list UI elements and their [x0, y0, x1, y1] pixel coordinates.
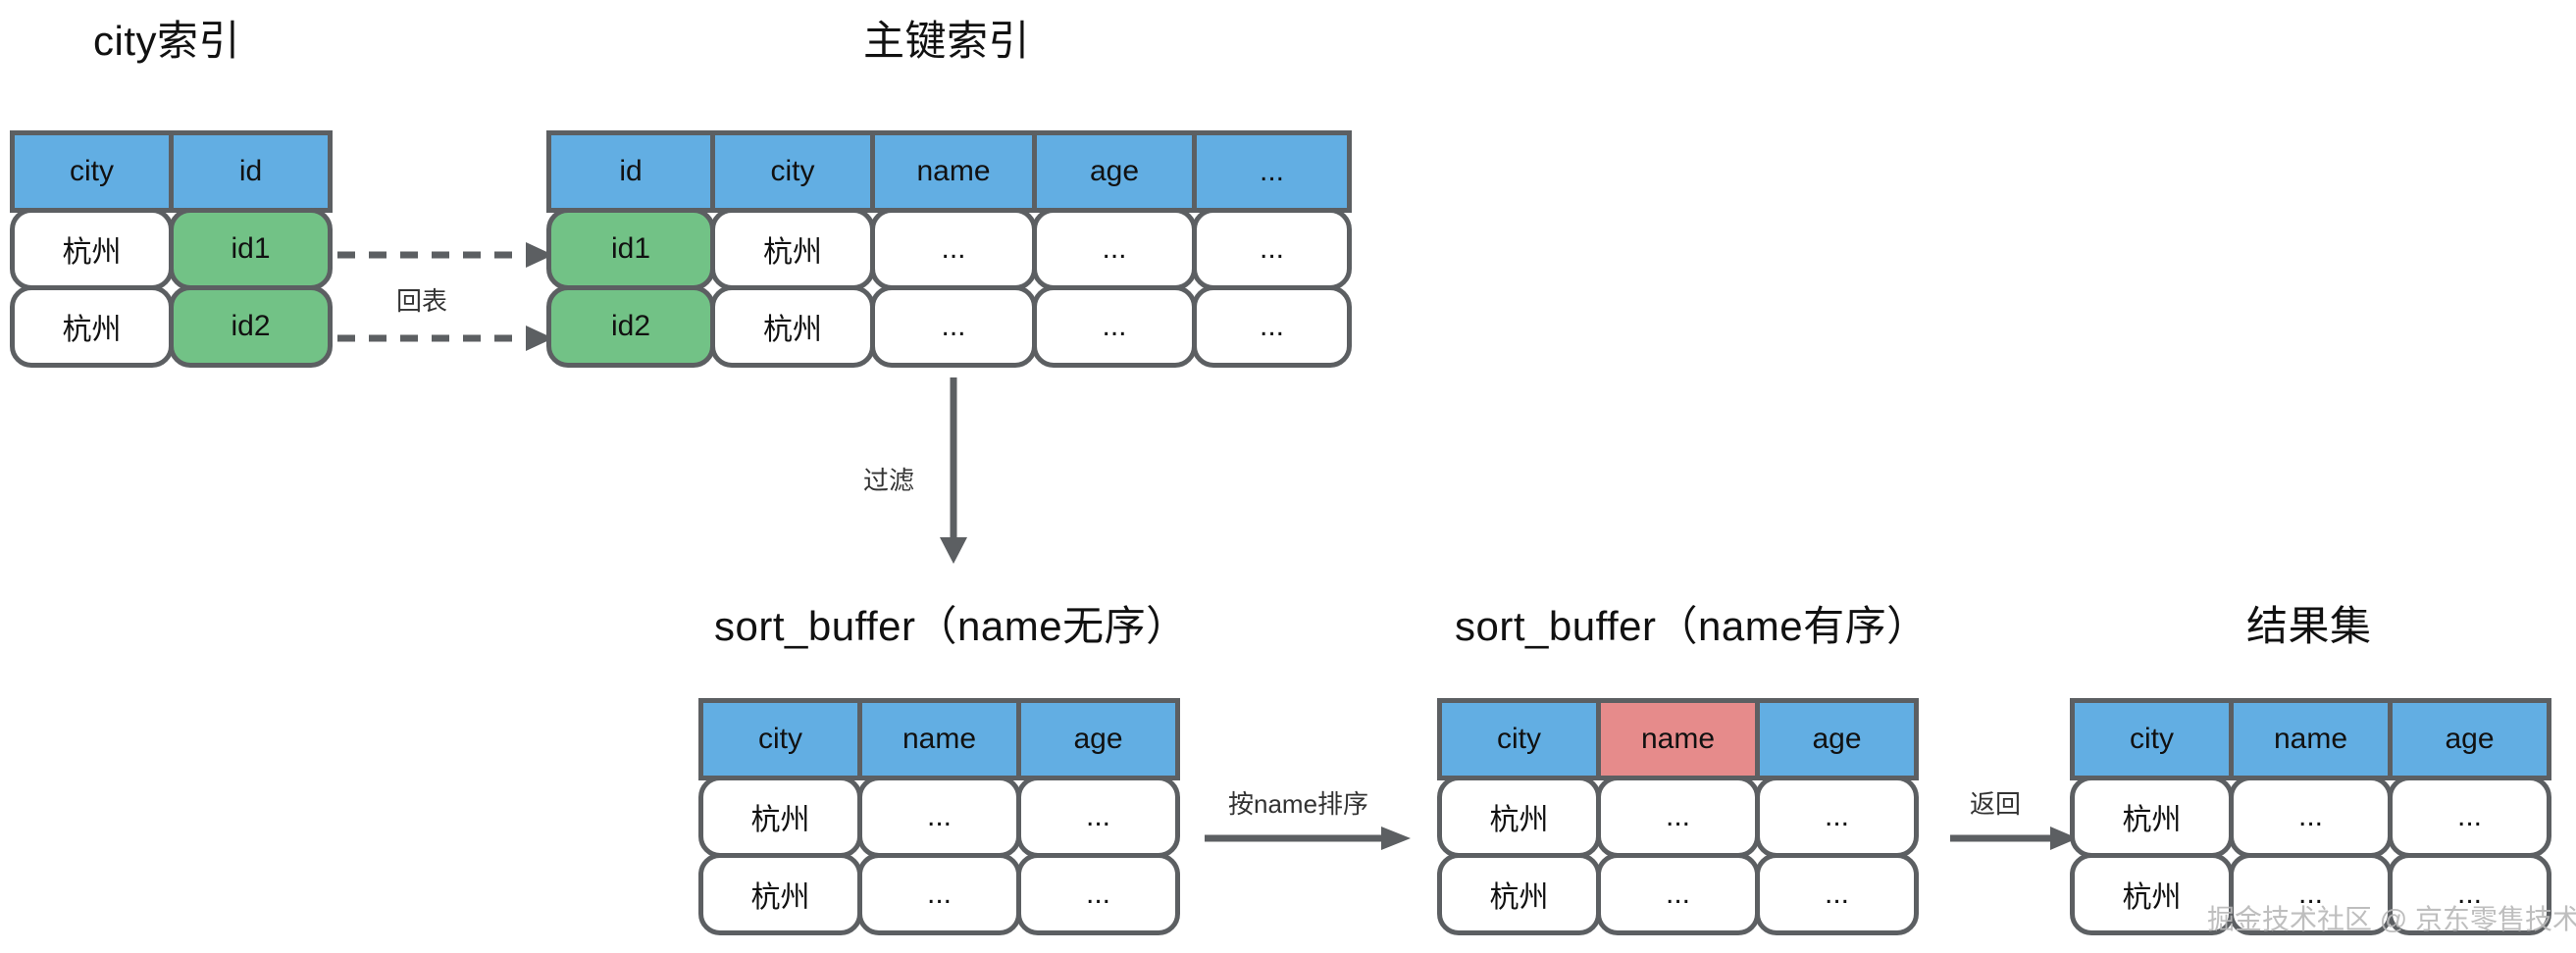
cell-city: 杭州 — [2070, 776, 2234, 858]
column-header-city: city — [1437, 698, 1601, 780]
watermark-text: 掘金技术社区 @ 京东零售技术 — [2207, 904, 2576, 934]
cell-ellipsis: ... — [1192, 285, 1352, 368]
column-header-city: city — [10, 130, 174, 213]
title-sort-buffer-sorted: sort_buffer（name有序） — [1455, 603, 1929, 649]
cell-name: ... — [870, 208, 1037, 290]
cell-name: ... — [2229, 853, 2393, 935]
table-row: 杭州 ... ... — [698, 853, 1180, 935]
title-result-set: 结果集 — [2246, 603, 2372, 649]
city-index-table: city id 杭州 id1 杭州 id2 — [10, 130, 333, 368]
column-header-name: name — [870, 130, 1037, 213]
table-row: 杭州 ... ... — [2070, 853, 2551, 935]
table-row: 杭州 ... ... — [698, 776, 1180, 858]
cell-city: 杭州 — [710, 285, 875, 368]
sort-buffer-sorted-table: city name age 杭州 ... ... 杭州 ... ... — [1437, 698, 1919, 935]
arrow-label-return: 返回 — [1970, 789, 2022, 819]
column-header-age: age — [1032, 130, 1197, 213]
table-row: id2 杭州 ... ... ... — [546, 285, 1352, 368]
table-header-row: id city name age ... — [546, 130, 1352, 213]
filter-arrow — [940, 377, 967, 564]
sort-buffer-unsorted-table: city name age 杭州 ... ... 杭州 ... ... — [698, 698, 1180, 935]
column-header-age: age — [2388, 698, 2551, 780]
column-header-city: city — [710, 130, 875, 213]
title-primary-index: 主键索引 — [863, 18, 1031, 64]
table-header-row: city name age — [698, 698, 1180, 780]
cell-city: 杭州 — [1437, 776, 1601, 858]
table-row: 杭州 ... ... — [2070, 776, 2551, 858]
column-header-name: name — [1596, 698, 1760, 780]
column-header-age: age — [1016, 698, 1180, 780]
column-header-name: name — [857, 698, 1021, 780]
sort-by-name-arrow — [1205, 827, 1411, 850]
title-sort-buffer-unsorted: sort_buffer（name无序） — [714, 603, 1188, 649]
table-row: 杭州 id1 — [10, 208, 333, 290]
cell-city: 杭州 — [10, 208, 174, 290]
cell-city: 杭州 — [698, 776, 862, 858]
lookup-back-arrow-row2 — [337, 326, 553, 351]
column-header-ellipsis: ... — [1192, 130, 1352, 213]
column-header-city: city — [2070, 698, 2234, 780]
table-row: id1 杭州 ... ... ... — [546, 208, 1352, 290]
cell-name: ... — [2229, 776, 2393, 858]
cell-age: ... — [1032, 285, 1197, 368]
column-header-id: id — [546, 130, 715, 213]
title-city-index: city索引 — [93, 18, 241, 64]
column-header-id: id — [169, 130, 333, 213]
table-row: 杭州 ... ... — [1437, 776, 1919, 858]
cell-id: id1 — [546, 208, 715, 290]
table-header-row: city name age — [2070, 698, 2551, 780]
table-row: 杭州 id2 — [10, 285, 333, 368]
cell-name: ... — [1596, 776, 1760, 858]
cell-age: ... — [1016, 853, 1180, 935]
table-header-row: city name age — [1437, 698, 1919, 780]
cell-id: id1 — [169, 208, 333, 290]
cell-age: ... — [2388, 776, 2551, 858]
primary-index-table: id city name age ... id1 杭州 ... ... ... … — [546, 130, 1352, 368]
cell-name: ... — [857, 853, 1021, 935]
return-arrow — [1950, 827, 2078, 850]
cell-name: ... — [870, 285, 1037, 368]
table-header-row: city id — [10, 130, 333, 213]
arrow-label-lookup-back: 回表 — [396, 286, 448, 316]
result-set-table: city name age 杭州 ... ... 杭州 ... ... — [2070, 698, 2551, 935]
cell-name: ... — [857, 776, 1021, 858]
lookup-back-arrow-row1 — [337, 242, 553, 268]
cell-city: 杭州 — [10, 285, 174, 368]
arrow-label-filter: 过滤 — [863, 466, 915, 495]
cell-age: ... — [1755, 776, 1919, 858]
cell-id: id2 — [546, 285, 715, 368]
cell-name: ... — [1596, 853, 1760, 935]
cell-age: ... — [2388, 853, 2551, 935]
column-header-city: city — [698, 698, 862, 780]
cell-city: 杭州 — [710, 208, 875, 290]
cell-ellipsis: ... — [1192, 208, 1352, 290]
cell-id: id2 — [169, 285, 333, 368]
table-row: 杭州 ... ... — [1437, 853, 1919, 935]
arrow-label-sort-by-name: 按name排序 — [1228, 789, 1369, 819]
cell-age: ... — [1755, 853, 1919, 935]
cell-age: ... — [1032, 208, 1197, 290]
cell-city: 杭州 — [698, 853, 862, 935]
column-header-name: name — [2229, 698, 2393, 780]
cell-city: 杭州 — [1437, 853, 1601, 935]
column-header-age: age — [1755, 698, 1919, 780]
cell-age: ... — [1016, 776, 1180, 858]
